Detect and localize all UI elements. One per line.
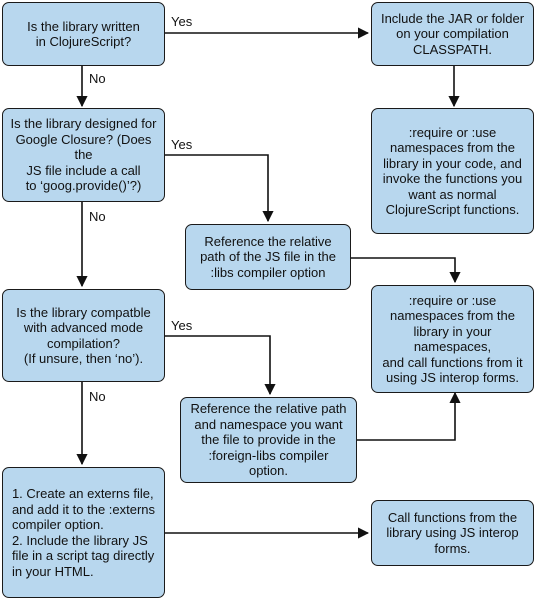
- node-libs-compiler-option: Reference the relative path of the JS fi…: [185, 224, 351, 290]
- node-written-in-clojurescript: Is the library written in ClojureScript?: [2, 2, 165, 66]
- edge-label-q2-no: No: [89, 209, 106, 224]
- node-call-functions-js-interop: Call functions from the library using JS…: [371, 500, 534, 566]
- edge-label-q1-yes: Yes: [171, 14, 193, 29]
- edge-label-q2-yes: Yes: [171, 137, 193, 152]
- node-include-jar-classpath: Include the JAR or folder on your compil…: [371, 2, 534, 66]
- edge-label-q3-no: No: [89, 389, 106, 404]
- node-require-cljs-functions: :require or :use namespaces from the lib…: [371, 108, 534, 234]
- edge-label-q3-yes: Yes: [171, 318, 193, 333]
- node-require-js-interop: :require or :use namespaces from the lib…: [371, 285, 534, 393]
- edge-q3-yes-to-a5: [165, 335, 276, 396]
- edge-label-q1-no: No: [89, 71, 106, 86]
- node-designed-for-google-closure: Is the library designed for Google Closu…: [2, 108, 165, 202]
- node-foreign-libs-compiler-option: Reference the relative path and namespac…: [180, 397, 357, 483]
- edge-q2-yes-to-a3: [165, 154, 274, 223]
- edge-a5-to-a4: [357, 391, 461, 441]
- edge-a3-to-a4: [351, 257, 461, 284]
- node-advanced-mode-compatible: Is the library compatble with advanced m…: [2, 289, 165, 382]
- node-externs-and-script-tag: 1. Create an externs file, and add it to…: [2, 467, 165, 598]
